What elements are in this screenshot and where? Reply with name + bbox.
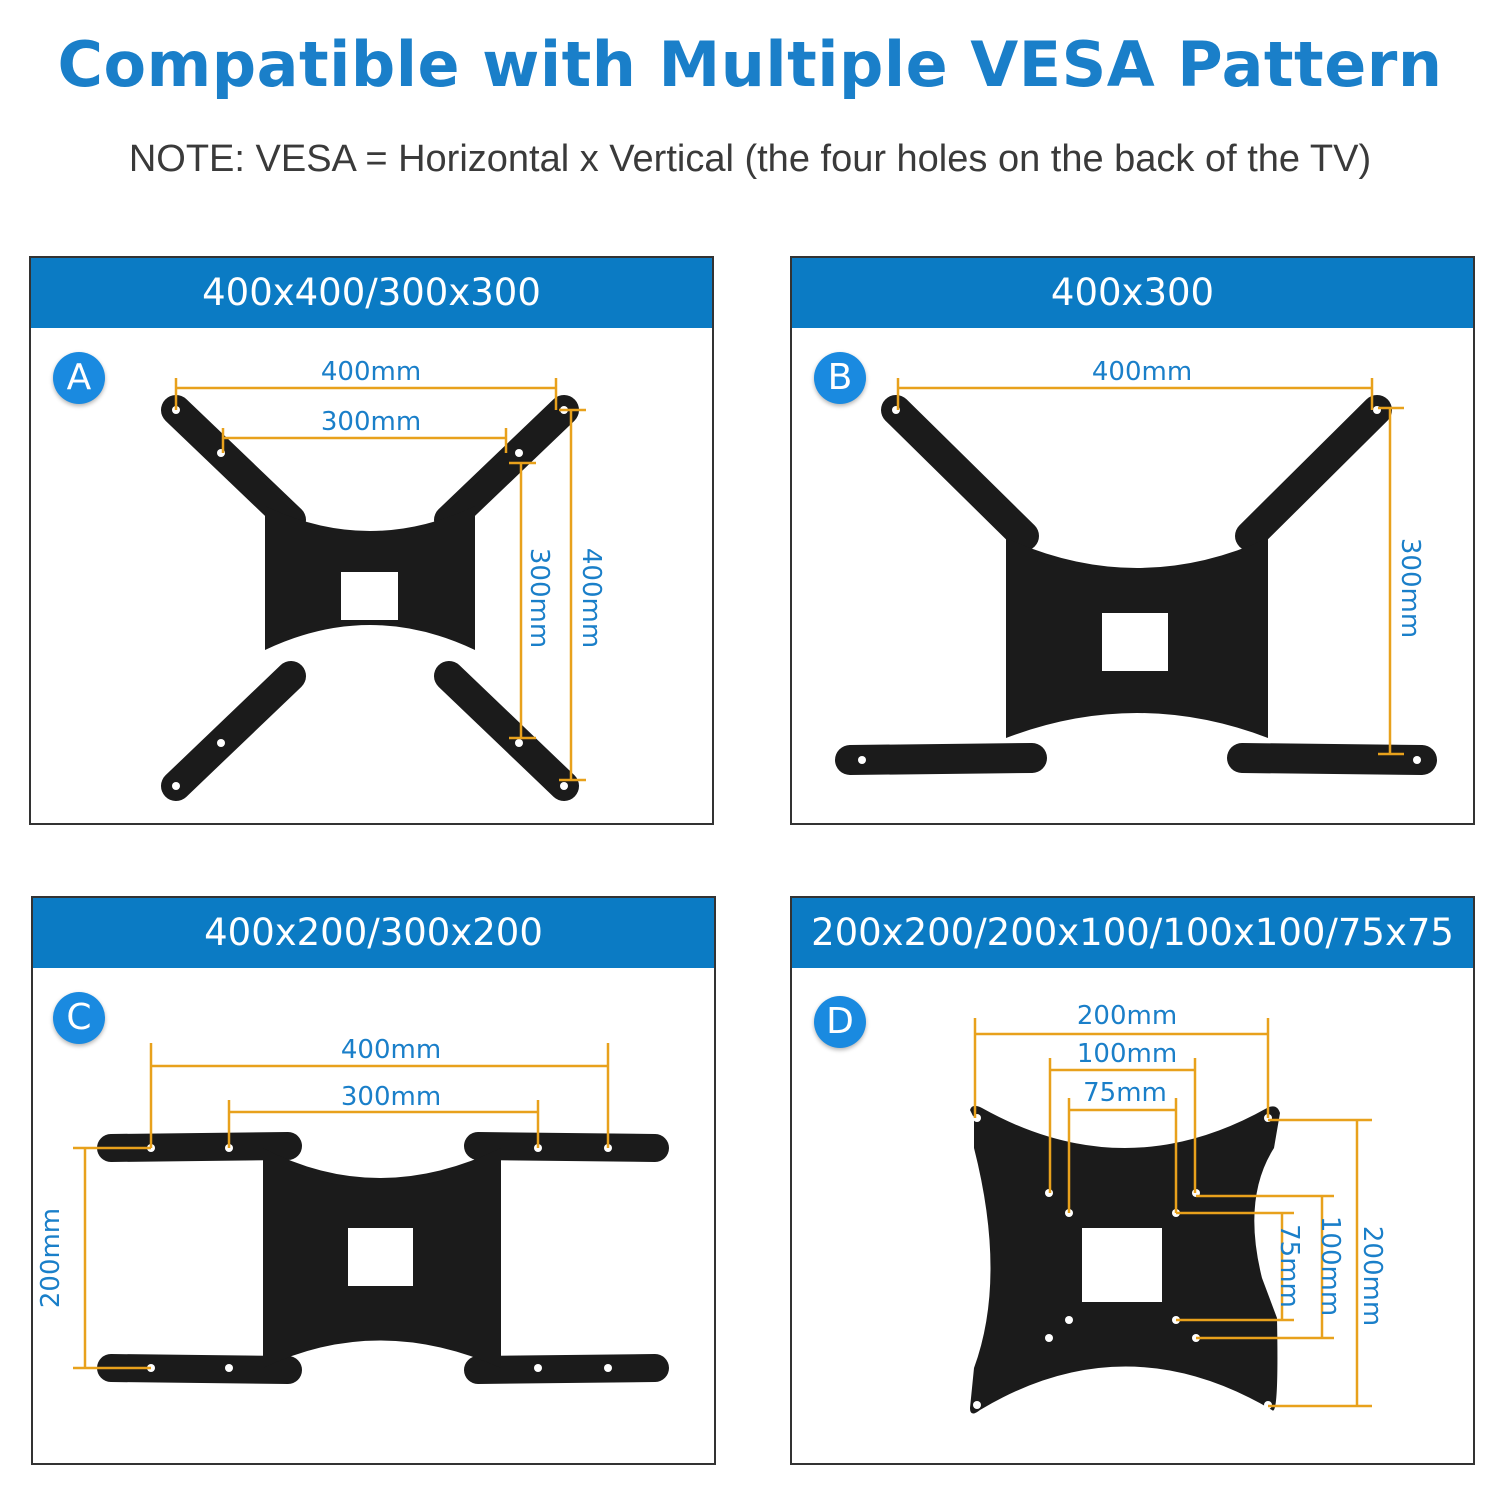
panel-d-header: 200x200/200x100/100x100/75x75: [792, 898, 1473, 968]
panel-a: 400x400/300x300 A: [29, 256, 714, 825]
dim-c-inner-width: 300mm: [341, 1082, 441, 1112]
bracket-diagram-b: 400mm 300mm: [835, 357, 1437, 775]
panel-a-header: 400x400/300x300: [31, 258, 712, 328]
dimension-lines-c: [73, 1043, 610, 1370]
bracket-diagram-d: 200mm 100mm 75mm 75mm 100mm 200mm: [970, 1001, 1387, 1414]
dim-d-75-height: 75mm: [1274, 1224, 1304, 1308]
dim-c-height: 200mm: [36, 1208, 66, 1308]
dim-a-outer-height: 400mm: [576, 548, 606, 648]
dim-a-inner-height: 300mm: [524, 548, 554, 648]
bracket-diagram-a: 400mm 300mm 300mm 400mm: [161, 357, 606, 801]
bracket-arms-a: [161, 395, 579, 801]
dimension-lines-b: [896, 378, 1404, 756]
badge-a: A: [53, 352, 105, 404]
panel-b: 400x300 B 400mm 300mm: [790, 256, 1475, 825]
vesa-note: NOTE: VESA = Horizontal x Vertical (the …: [128, 138, 1372, 180]
badge-d: D: [814, 996, 866, 1048]
dim-b-outer-width: 400mm: [1092, 357, 1192, 387]
badge-c: C: [53, 992, 105, 1044]
badge-b: B: [814, 352, 866, 404]
page-title: Compatible with Multiple VESA Pattern: [57, 28, 1443, 101]
dim-d-200-width: 200mm: [1077, 1001, 1177, 1031]
panel-c: 400x200/300x200 C 400mm 300m: [31, 896, 716, 1465]
panel-d: 200x200/200x100/100x100/75x75 D: [790, 896, 1475, 1465]
panel-c-header: 400x200/300x200: [33, 898, 714, 968]
bracket-diagram-c: 400mm 300mm 200mm: [36, 1035, 669, 1384]
dimension-lines-a: [174, 378, 586, 782]
dim-a-outer-width: 400mm: [321, 357, 421, 387]
dim-d-100-height: 100mm: [1315, 1216, 1345, 1316]
dim-a-inner-width: 300mm: [321, 407, 421, 437]
dim-c-outer-width: 400mm: [341, 1035, 441, 1065]
panel-b-header: 400x300: [792, 258, 1473, 328]
dim-d-75-width: 75mm: [1083, 1078, 1167, 1108]
bracket-arms-b: [835, 395, 1437, 775]
dim-d-100-width: 100mm: [1077, 1039, 1177, 1069]
dim-d-200-height: 200mm: [1357, 1226, 1387, 1326]
dim-b-outer-height: 300mm: [1395, 538, 1425, 638]
dimension-lines-d: [973, 1018, 1372, 1408]
